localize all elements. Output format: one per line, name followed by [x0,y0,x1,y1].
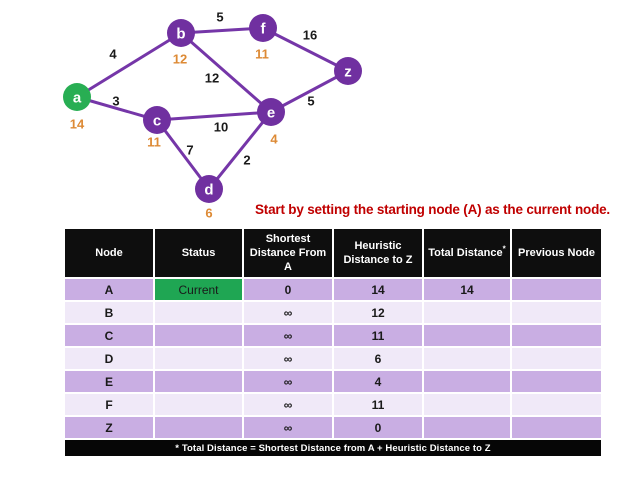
cell-status [155,302,242,323]
node-label-f: f [261,20,267,37]
cell-heuristic-distance: 4 [334,371,422,392]
table-row-e: E ∞4 [65,371,601,392]
node-label-c: c [153,112,161,129]
node-label-e: e [267,104,275,121]
edge-b-e [179,31,273,114]
table-row-z: Z ∞0 [65,417,601,438]
heuristic-label-d: 6 [205,206,212,221]
cell-heuristic-distance: 0 [334,417,422,438]
edge-e-z [269,69,350,114]
cell-total-distance [424,417,510,438]
cell-total-distance [424,394,510,415]
cell-heuristic-distance: 12 [334,302,422,323]
cell-total-distance: 14 [424,279,510,300]
cell-shortest-distance: ∞ [244,302,332,323]
instruction-text: Start by setting the starting node (A) a… [255,202,610,217]
table-footnote: * Total Distance = Shortest Distance fro… [65,440,601,456]
edge-a-b [75,31,183,99]
edge-weight-b-f: 5 [216,10,223,25]
cell-status [155,417,242,438]
node-label-b: b [176,25,185,42]
node-a-start [63,83,91,111]
node-d [195,175,223,203]
footnote-marker: * [502,244,506,254]
edge-c-d [155,118,211,191]
node-b [167,19,195,47]
cell-total-distance [424,325,510,346]
edge-weight-a-c: 3 [112,94,119,109]
column-header-total-distance: Total Distance* [424,229,510,277]
edge-weight-f-z: 16 [303,28,317,43]
node-c [143,106,171,134]
cell-node: Z [65,417,153,438]
cell-previous-node [512,348,601,369]
cell-status [155,371,242,392]
cell-heuristic-distance: 11 [334,394,422,415]
cell-heuristic-distance: 14 [334,279,422,300]
edge-weight-a-b: 4 [109,47,117,62]
heuristic-label-c: 11 [147,135,161,150]
edge-c-e [155,110,273,122]
edge-f-z [261,26,350,73]
column-header-previous-node: Previous Node [512,229,601,277]
node-z [334,57,362,85]
cell-heuristic-distance: 6 [334,348,422,369]
table-row-b: B ∞12 [65,302,601,323]
cell-status [155,348,242,369]
column-header-shortest-distance-from-a: Shortest Distance From A [244,229,332,277]
cell-shortest-distance: ∞ [244,325,332,346]
column-header-heuristic-distance-to-z: Heuristic Distance to Z [334,229,422,277]
column-header-status: Status [155,229,242,277]
table-row-c: C ∞11 [65,325,601,346]
cell-node: D [65,348,153,369]
edge-weight-d-e: 2 [243,153,250,168]
cell-status [155,394,242,415]
edge-weight-b-e: 12 [205,71,219,86]
cell-status: Current [155,279,242,300]
cell-shortest-distance: ∞ [244,417,332,438]
heuristic-label-a: 14 [70,117,85,132]
cell-total-distance [424,371,510,392]
graph-diagram: 4 3 5 12 16 5 10 7 2 a 14 b 12 f 11 z c 11 e 4 d 6 [63,10,362,221]
cell-previous-node [512,325,601,346]
cell-node: C [65,325,153,346]
cell-node: A [65,279,153,300]
heuristic-label-f: 11 [255,47,269,62]
cell-previous-node [512,394,601,415]
cell-total-distance [424,302,510,323]
cell-total-distance [424,348,510,369]
cell-node: F [65,394,153,415]
node-e [257,98,285,126]
cell-shortest-distance: 0 [244,279,332,300]
cell-previous-node [512,417,601,438]
cell-shortest-distance: ∞ [244,348,332,369]
edge-weight-c-e: 10 [214,120,228,135]
edge-weight-c-d: 7 [186,143,193,158]
node-f [249,14,277,42]
cell-previous-node [512,302,601,323]
cell-shortest-distance: ∞ [244,394,332,415]
heuristic-label-b: 12 [173,52,187,67]
cell-previous-node [512,371,601,392]
cell-node: E [65,371,153,392]
column-header-node: Node [65,229,153,277]
cell-shortest-distance: ∞ [244,371,332,392]
cell-node: B [65,302,153,323]
cell-status [155,325,242,346]
heuristic-label-e: 4 [270,132,278,147]
node-label-d: d [204,181,213,198]
edge-d-e [207,110,273,191]
node-label-a: a [73,89,82,106]
node-label-z: z [344,63,352,80]
table-row-d: D ∞6 [65,348,601,369]
cell-heuristic-distance: 11 [334,325,422,346]
cell-previous-node [512,279,601,300]
table-row-f: F ∞11 [65,394,601,415]
edge-weight-e-z: 5 [307,94,314,109]
table-footer-row: * Total Distance = Shortest Distance fro… [65,440,601,456]
